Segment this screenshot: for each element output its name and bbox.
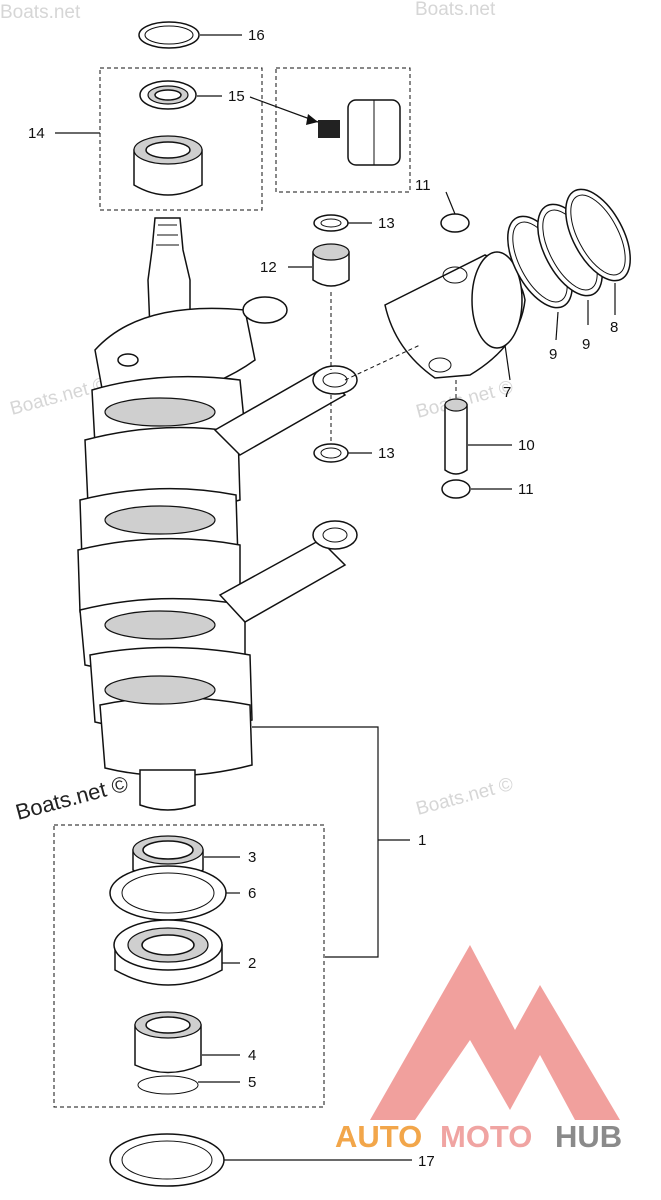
callout-15: 15: [228, 88, 245, 105]
needle-bearing-12: [312, 243, 350, 287]
callout-5: 5: [248, 1074, 256, 1091]
bearing-15: [139, 80, 197, 110]
callout-8: 8: [610, 319, 618, 336]
callout-11-top: 11: [415, 177, 431, 194]
callout-7: 7: [503, 384, 511, 401]
callout-13-bottom: 13: [378, 445, 395, 462]
brand-moto: MOTO: [440, 1119, 532, 1154]
brand-hub: HUB: [555, 1119, 622, 1154]
piston-7: [384, 251, 526, 379]
callout-9a: 9: [549, 346, 557, 363]
piston-pin-10: [444, 398, 468, 475]
oil-seal-6: [109, 865, 227, 921]
washer-13-top: [313, 214, 349, 232]
connecting-rod-upper: [213, 296, 358, 456]
grease-box: [275, 67, 411, 193]
circlip-11-top: [440, 213, 470, 233]
callout-4: 4: [248, 1047, 256, 1064]
piston-ring-8: [565, 188, 631, 282]
automotohub-logo: AUTO MOTO HUB: [335, 945, 622, 1154]
callout-17: 17: [418, 1153, 435, 1170]
callout-1: 1: [418, 832, 426, 849]
callout-12: 12: [260, 259, 277, 276]
needle-bearing: [133, 135, 203, 196]
lower-bearing-kit-box: [53, 824, 325, 1108]
callout-9b: 9: [582, 336, 590, 353]
watermark-top-left: Boats.net: [0, 2, 81, 23]
callout-3: 3: [248, 849, 256, 866]
callout-10: 10: [518, 437, 535, 454]
thrust-washer-17: [109, 1133, 225, 1187]
circlip-11-bottom: [441, 479, 471, 499]
crankshaft: [77, 217, 256, 811]
snap-ring-5: [137, 1075, 199, 1095]
connecting-rod-lower: [218, 520, 358, 623]
ball-bearing-2: [113, 919, 223, 986]
callout-11-bottom: 11: [518, 481, 534, 498]
roller-bearing-4: [134, 1011, 202, 1074]
callout-13-top: 13: [378, 215, 395, 232]
logo-triangle-icon: [370, 945, 620, 1120]
bearing-kit-box: [99, 67, 263, 211]
grease-tube-icon: [318, 99, 401, 166]
watermark-top-right: Boats.net: [415, 0, 496, 20]
watermark-right-low: Boats.net ©: [414, 774, 516, 820]
brand-auto: AUTO: [335, 1119, 422, 1154]
seal-ring-16: [138, 21, 200, 49]
callout-14: 14: [28, 125, 45, 142]
callout-2: 2: [248, 955, 256, 972]
callout-6: 6: [248, 885, 256, 902]
watermark-left-low: Boats.net ©: [13, 771, 131, 825]
callout-16: 16: [248, 27, 265, 44]
washer-13-bottom: [313, 443, 349, 463]
